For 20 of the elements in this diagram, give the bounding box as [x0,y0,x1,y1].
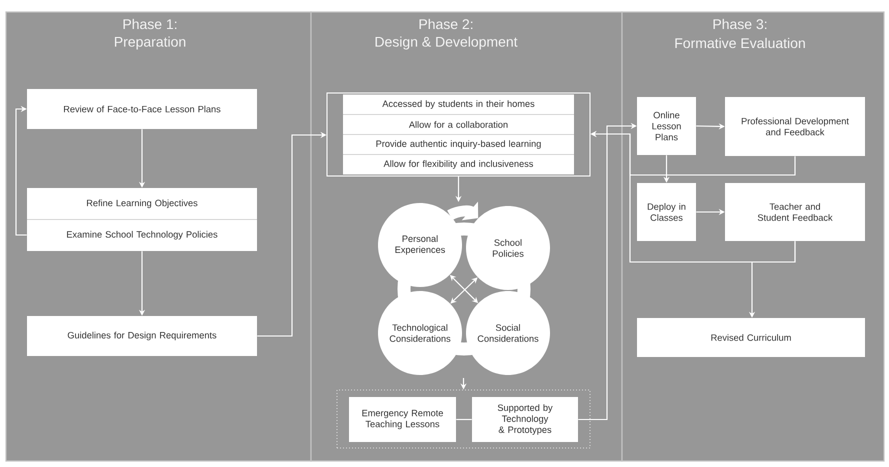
requirements-box: Accessed by students in their homes Allow for a collaboration Provide authentic inquiry-based learning Allow for flexibility and inclusiveness [326,92,590,176]
process-box: Supported by Technology & Prototypes [472,397,578,442]
phase-heading: Phase 2: [420,18,472,30]
process-box: Guidelines for Design Requirements [27,316,257,356]
process-box: Review of Face-to-Face Lesson Plans [27,89,257,129]
phase-heading: Preparation [114,36,186,50]
phase-heading: Design & Development [376,36,518,50]
process-box: Professional Development and Feedback [725,97,865,156]
process-box: Online Lesson Plans [637,97,696,155]
phase-heading: Phase 3: [714,18,766,30]
arrow [447,202,478,220]
phase-heading: Formative Evaluation [675,38,805,48]
process-box: Teacher and Student Feedback [725,183,865,241]
phase-heading: Phase 1: [124,18,176,30]
process-box: Deploy in Classes [637,183,696,241]
process-box: Emergency Remote Teaching Lessons [349,397,456,442]
process-box: Revised Curriculum [637,318,865,357]
arrow [15,106,27,236]
dotted-group-box [336,390,590,448]
process-box: Refine Learning Objectives Examine School Technology Policies [26,188,258,251]
